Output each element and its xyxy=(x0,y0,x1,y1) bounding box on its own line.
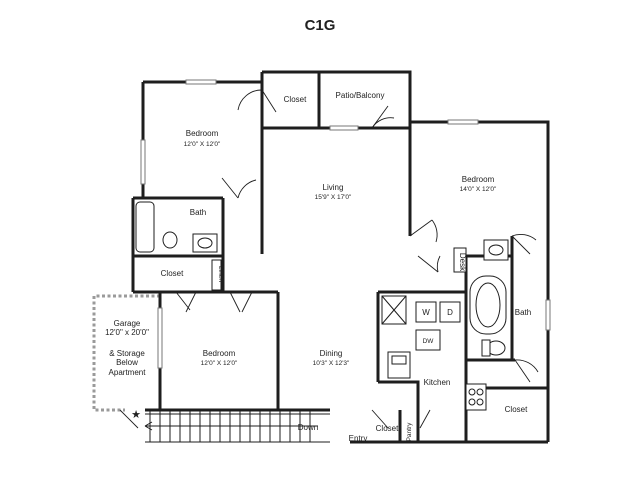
garage-storage: & Storage xyxy=(109,349,145,358)
entry-label: Entry xyxy=(349,434,368,443)
bath-e-label: Bath xyxy=(515,308,531,317)
bedroom-e-dim: 14'0" X 12'0" xyxy=(460,186,497,193)
entry-star-icon: ★ xyxy=(131,409,141,421)
bedroom-nw-label: Bedroom xyxy=(186,129,219,138)
bedroom-nw-dim: 12'0" X 12'0" xyxy=(184,141,221,148)
dryer xyxy=(439,301,461,323)
patio-label: Patio/Balcony xyxy=(336,91,385,100)
pantry-label: Pantry xyxy=(406,422,413,442)
desk-label: Desk xyxy=(458,253,467,272)
garage-dim: 12'0" x 20'0" xyxy=(105,328,149,337)
garage-outline xyxy=(92,294,160,412)
windows xyxy=(140,79,551,369)
walls xyxy=(131,70,550,444)
fixtures xyxy=(135,201,509,411)
closet-entry-label: Closet xyxy=(376,424,399,433)
stairs-down-label: Down xyxy=(298,423,318,432)
washer-label: W xyxy=(422,308,430,317)
bath-w-label: Bath xyxy=(190,208,206,217)
living-dim: 15'9" X 17'0" xyxy=(315,194,352,201)
toilet-west xyxy=(162,231,178,249)
linen-shelf xyxy=(211,259,222,291)
garage-below: Below xyxy=(116,358,138,367)
garage-label: Garage xyxy=(114,319,141,328)
closet-e-label: Closet xyxy=(505,405,528,414)
bedroom-sw-dim: 12'0" X 12'0" xyxy=(201,360,238,367)
dishwasher-label: DW xyxy=(423,338,435,345)
closet-top-label: Closet xyxy=(284,95,307,104)
dishwasher xyxy=(415,329,441,351)
kitchen-label: Kitchen xyxy=(424,378,451,387)
bedroom-sw-label: Bedroom xyxy=(203,349,236,358)
desk-unit xyxy=(453,247,467,273)
washer xyxy=(415,301,437,323)
plan-title: C1G xyxy=(305,17,336,34)
stove xyxy=(465,383,487,411)
linen-label: Linen xyxy=(217,266,224,282)
living-label: Living xyxy=(323,183,344,192)
stairs xyxy=(144,410,330,443)
bathtub-west xyxy=(135,201,155,253)
dining-dim: 10'3" X 12'3" xyxy=(313,360,350,367)
dryer-label: D xyxy=(447,308,453,317)
room-labels: Closet Patio/Balcony Bedroom 12'0" X 12'… xyxy=(105,91,531,443)
dining-label: Dining xyxy=(320,349,343,358)
doors xyxy=(119,89,539,429)
bedroom-e-label: Bedroom xyxy=(462,175,495,184)
garage-apartment: Apartment xyxy=(109,368,147,377)
closet-w-label: Closet xyxy=(161,269,184,278)
